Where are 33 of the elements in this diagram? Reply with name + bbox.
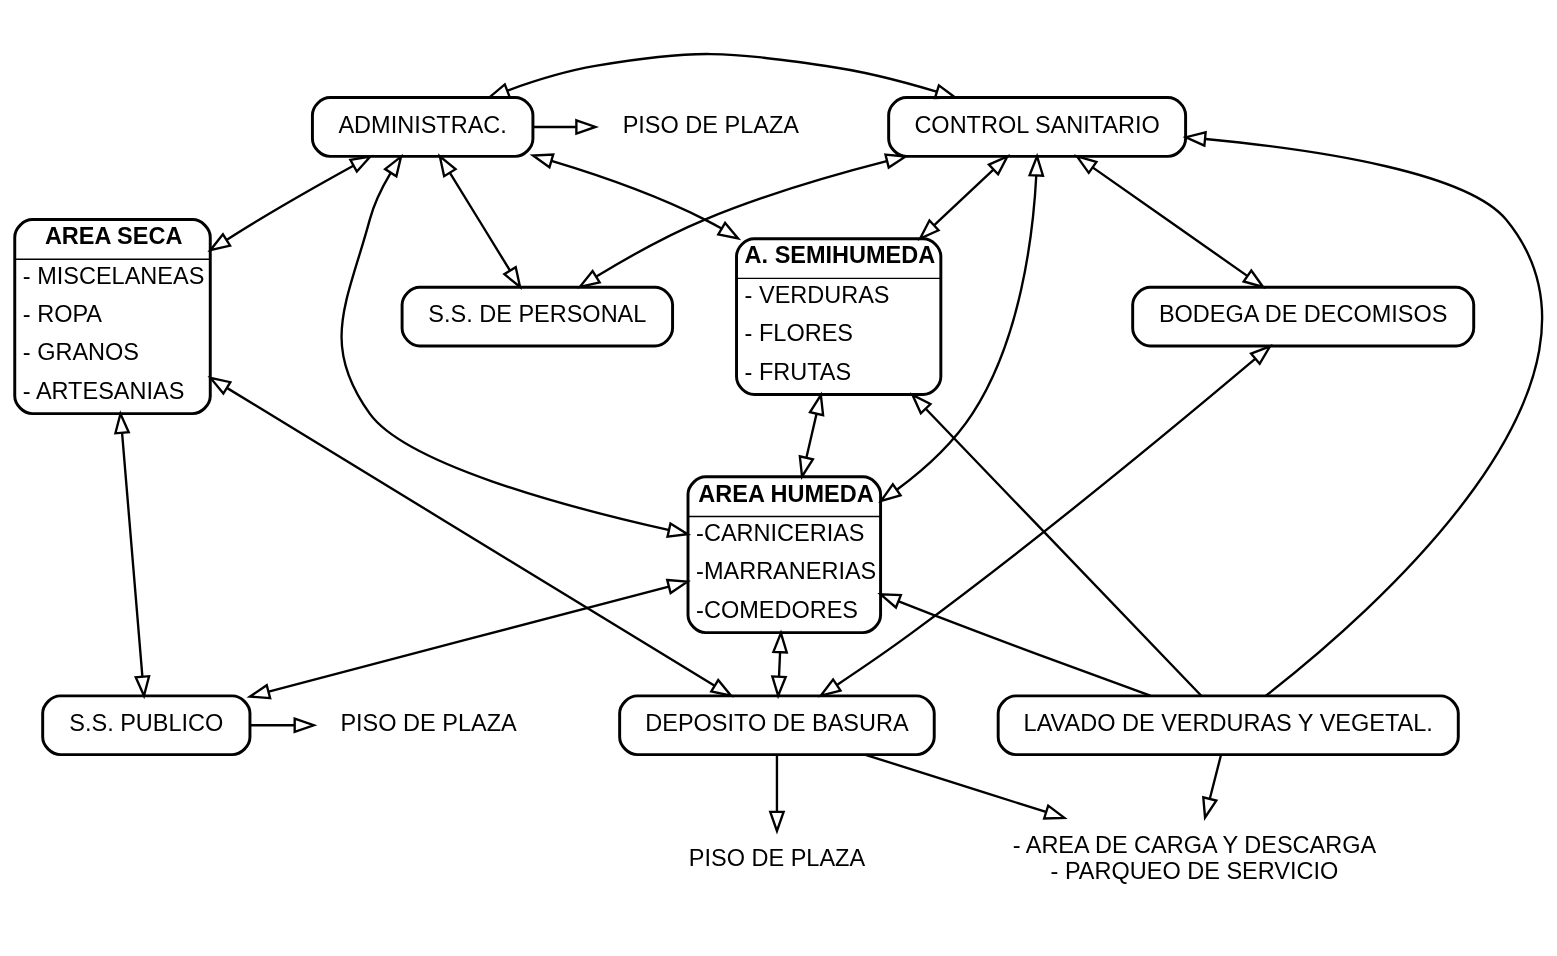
arrow — [576, 152, 910, 289]
arrow — [917, 153, 1010, 241]
node-text: PISO DE PLAZA — [622, 111, 799, 138]
arrow — [1202, 754, 1223, 821]
arrow — [798, 391, 825, 480]
arrow — [207, 375, 735, 698]
arrow — [437, 152, 522, 290]
node-text: PISO DE PLAZA — [340, 709, 517, 736]
arrow — [817, 343, 1273, 698]
node-text: PISO DE PLAZA — [688, 844, 866, 871]
arrow — [1074, 153, 1266, 289]
arrow — [113, 409, 151, 699]
arrow — [878, 152, 1045, 503]
arrow — [909, 391, 1203, 697]
node-text: - AREA DE CARGA Y DESCARGA - PARQUEO DE SERVICIO — [1012, 831, 1377, 884]
arrow — [250, 716, 318, 734]
arrow — [770, 629, 789, 699]
node-box: LAVADO DE VERDURAS Y VEGETAL. — [996, 693, 1460, 756]
arrow — [529, 152, 742, 240]
node-box: BODEGA DE DECOMISOS — [1131, 285, 1476, 347]
arrow — [246, 578, 691, 699]
arrow — [877, 592, 1151, 697]
arrow — [532, 118, 600, 135]
arrow — [865, 753, 1068, 820]
arrow — [340, 153, 692, 538]
arrow — [1182, 130, 1543, 697]
arrow — [768, 754, 786, 835]
node-box: ADMINISTRAC. — [310, 95, 535, 158]
node-box: S.S. PUBLICO — [41, 693, 252, 756]
node-box: DEPOSITO DE BASURA — [618, 693, 936, 756]
node-box: S.S. DE PERSONAL — [400, 285, 675, 347]
node-box: CONTROL SANITARIO — [887, 95, 1188, 158]
arrow — [207, 154, 374, 252]
